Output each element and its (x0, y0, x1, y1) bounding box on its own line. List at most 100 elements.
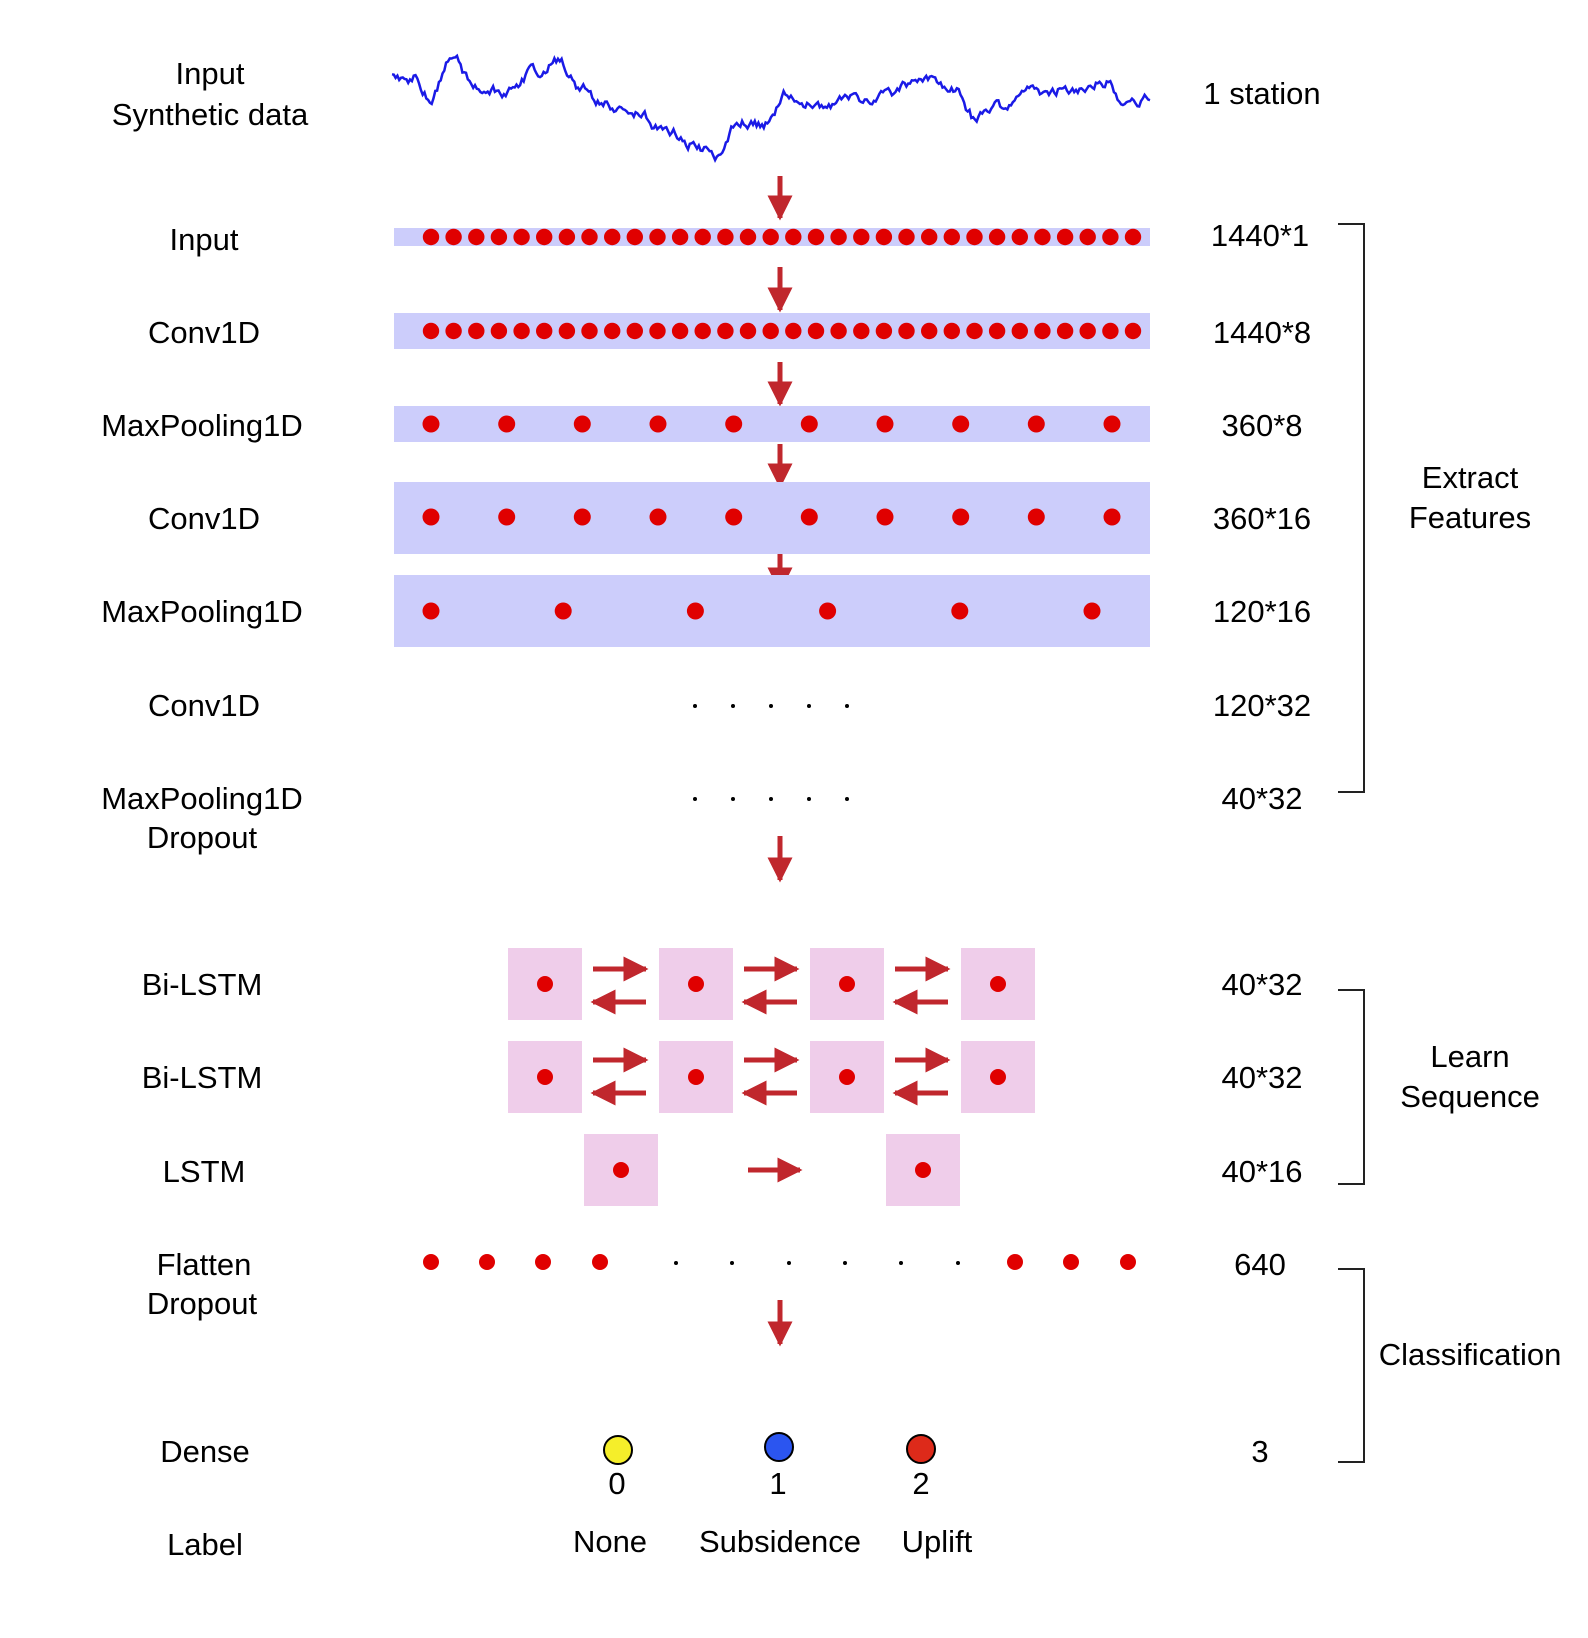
cnn-node (573, 415, 591, 433)
lstm-node (688, 1069, 704, 1085)
cnn-node (853, 228, 870, 246)
cnn-node (671, 322, 689, 340)
cnn-node (875, 322, 893, 340)
layer-shape: 1440*1 (1211, 218, 1309, 253)
class-label-subsidence: Subsidence (699, 1524, 861, 1559)
layer-shape: 640 (1234, 1247, 1286, 1282)
cnn-node (1056, 322, 1074, 340)
class-uplift-node (906, 1434, 936, 1464)
cnn-node (1011, 322, 1028, 340)
layer-shapes: 1440*1 1440*8 360*8 360*16 120*16 120*32… (1211, 218, 1311, 1469)
layer-name-bilstm: Bi-LSTM (142, 967, 263, 1002)
ellipsis-dot (693, 797, 697, 801)
flatten-node (1120, 1254, 1136, 1270)
ellipsis-dot (730, 1261, 734, 1265)
ellipsis-dot (807, 797, 811, 801)
cnn-node (581, 322, 598, 340)
cnn-node (898, 322, 915, 340)
cnn-nodes (422, 228, 1142, 620)
cnn-node (626, 322, 643, 340)
cnn-node (558, 228, 576, 246)
extract-features-bracket (1338, 223, 1365, 793)
input-signal-label: Input (176, 56, 245, 91)
ellipsis-dot (899, 1261, 903, 1265)
cnn-node (800, 415, 818, 433)
stage-extract-line2: Features (1409, 500, 1531, 535)
cnn-node (626, 228, 643, 246)
layer-shape: 40*32 (1221, 967, 1302, 1002)
cnn-node (762, 228, 779, 246)
lstm-node (537, 976, 553, 992)
cnn-node (513, 322, 530, 340)
cnn-node (1103, 508, 1121, 526)
flatten-node (1007, 1254, 1023, 1270)
cnn-node (943, 322, 960, 340)
layer-shape: 120*16 (1213, 594, 1311, 629)
layer-name-conv1d: Conv1D (148, 315, 260, 350)
cnn-node (686, 602, 704, 620)
layer-name-maxpooling1d: MaxPooling1D (101, 781, 303, 816)
cnn-node (785, 322, 802, 340)
class-index-2: 2 (912, 1466, 929, 1501)
cnn-node (422, 322, 440, 340)
cnn-node (445, 322, 462, 340)
lstm-node (839, 976, 855, 992)
cnn-node (819, 602, 837, 620)
lstm-direction-arrows (590, 956, 951, 1183)
lstm-cells (508, 948, 1035, 1206)
layer-name-input: Input (170, 222, 239, 257)
layer-shape: 120*32 (1213, 688, 1311, 723)
cnn-node (1034, 322, 1051, 340)
lstm-node (839, 1069, 855, 1085)
flatten-node (535, 1254, 551, 1270)
cnn-node (1124, 228, 1142, 246)
cnn-node (536, 228, 553, 246)
cnn-node (725, 415, 743, 433)
cnn-node (649, 228, 666, 246)
lstm-node (537, 1069, 553, 1085)
layer-name-dropout: Dropout (147, 1286, 258, 1321)
synthetic-data-label: Synthetic data (112, 97, 309, 132)
dense-output-nodes (603, 1432, 936, 1465)
cnn-node (966, 322, 983, 340)
station-count-label: 1 station (1203, 76, 1320, 111)
cnn-node (1034, 228, 1051, 246)
learn-sequence-bracket (1338, 989, 1365, 1185)
cnn-node (921, 228, 938, 246)
class-index-1: 1 (769, 1466, 786, 1501)
flatten-ellipsis (674, 1261, 960, 1265)
stage-classification: Classification (1379, 1337, 1562, 1372)
collapsed-layer-dots (693, 704, 849, 801)
cnn-node (739, 228, 757, 246)
layer-name-maxpooling1d: MaxPooling1D (101, 594, 303, 629)
class-label-none: None (573, 1524, 647, 1559)
cnn-node (1083, 602, 1101, 620)
stage-extract-line1: Extract (1422, 460, 1519, 495)
cnn-node (422, 508, 440, 526)
layer-names: Input Conv1D MaxPooling1D Conv1D MaxPool… (101, 222, 303, 1562)
cnn-node (581, 228, 598, 246)
flatten-nodes (423, 1254, 1136, 1270)
cnn-node (762, 322, 779, 340)
cnn-node (649, 415, 667, 433)
cnn-node (573, 508, 591, 526)
class-none-node (603, 1435, 633, 1465)
cnn-node (536, 322, 553, 340)
class-index-0: 0 (608, 1466, 625, 1501)
lstm-node (688, 976, 704, 992)
cnn-node (807, 228, 825, 246)
cnn-node (649, 508, 667, 526)
stage-learn-line1: Learn (1430, 1039, 1509, 1074)
cnn-node (943, 228, 960, 246)
cnn-node (1079, 228, 1096, 246)
cnn-bands (394, 228, 1150, 647)
cnn-node (513, 228, 530, 246)
cnn-node (853, 322, 870, 340)
layer-shape: 3 (1251, 1434, 1268, 1469)
layer-shape: 40*16 (1221, 1154, 1302, 1189)
cnn-node (468, 322, 485, 340)
cnn-node (800, 508, 818, 526)
layer-shape: 1440*8 (1213, 315, 1311, 350)
layer-shape: 360*8 (1221, 408, 1302, 443)
flatten-node (1063, 1254, 1079, 1270)
